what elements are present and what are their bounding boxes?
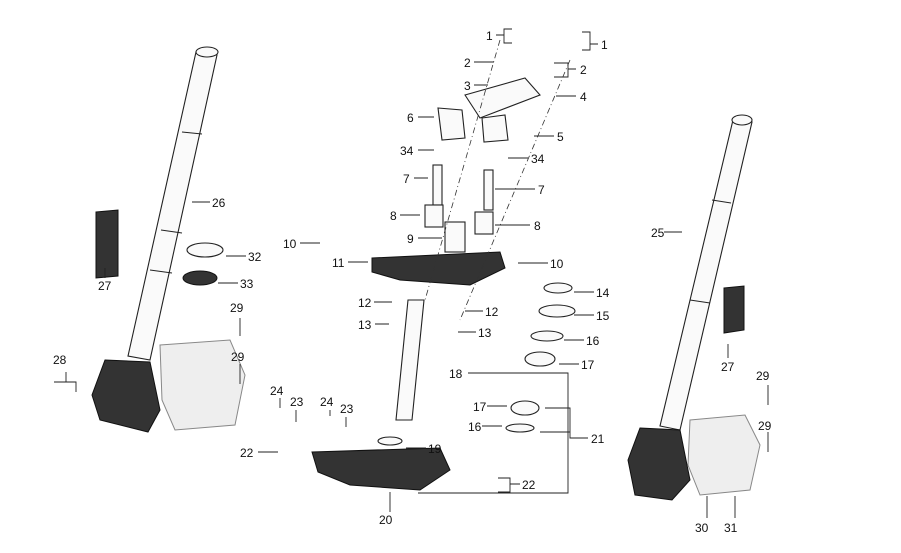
callout-13: 13 [478, 326, 492, 340]
callout-20: 20 [379, 513, 393, 527]
seal-rings-32-33 [182, 242, 224, 286]
callout-22: 22 [240, 446, 254, 460]
risers-and-sleeves [424, 164, 494, 253]
callout-26: 26 [212, 196, 226, 210]
callout-17: 17 [473, 400, 487, 414]
callout-29: 29 [756, 369, 770, 383]
callout-21: 21 [591, 432, 605, 446]
handlebar-clamps [437, 77, 541, 143]
callout-1: 1 [486, 29, 493, 43]
callout-30: 30 [695, 521, 709, 535]
callout-22: 22 [522, 478, 536, 492]
fork-guard-27-right [723, 285, 745, 334]
callout-28: 28 [53, 353, 67, 367]
callout-13: 13 [358, 318, 372, 332]
callout-34: 34 [400, 144, 414, 158]
callout-15: 15 [596, 309, 610, 323]
right-fork-leg-25 [627, 114, 753, 501]
callout-34: 34 [531, 152, 545, 166]
left-caliper-part [159, 339, 246, 431]
callout-29: 29 [231, 350, 245, 364]
callout-14: 14 [596, 286, 610, 300]
callout-31: 31 [724, 521, 738, 535]
callout-6: 6 [407, 111, 414, 125]
callout-18: 18 [449, 367, 463, 381]
callout-23: 23 [290, 395, 304, 409]
callout-3: 3 [464, 79, 471, 93]
callout-8: 8 [534, 219, 541, 233]
callout-12: 12 [485, 305, 499, 319]
right-caliper-part [687, 414, 761, 496]
callout-9: 9 [407, 232, 414, 246]
callout-labels: 1 1 2 2 3 4 5 6 34 34 7 7 8 8 9 10 10 11… [53, 29, 772, 535]
callout-29: 29 [230, 301, 244, 315]
callout-33: 33 [240, 277, 254, 291]
callout-7: 7 [538, 183, 545, 197]
callout-32: 32 [248, 250, 262, 264]
centerline-dashes [424, 39, 571, 321]
callout-8: 8 [390, 209, 397, 223]
callout-2: 2 [464, 56, 471, 70]
fork-guard-27-left [95, 209, 119, 279]
callout-16: 16 [586, 334, 600, 348]
callout-5: 5 [557, 130, 564, 144]
callout-4: 4 [580, 90, 587, 104]
callout-24: 24 [270, 384, 284, 398]
upper-triple-clamp-11 [371, 251, 506, 286]
callout-2: 2 [580, 63, 587, 77]
callout-17: 17 [581, 358, 595, 372]
callout-1: 1 [601, 38, 608, 52]
lower-triple-clamp-20 [311, 447, 451, 491]
callout-27: 27 [98, 279, 112, 293]
left-fork-leg-26 [91, 46, 219, 433]
callout-16: 16 [468, 420, 482, 434]
callout-19: 19 [428, 442, 442, 456]
callout-7: 7 [403, 172, 410, 186]
callout-29: 29 [758, 419, 772, 433]
callout-12: 12 [358, 296, 372, 310]
bearings [377, 282, 576, 446]
steering-stem-18 [395, 299, 425, 421]
callout-11: 11 [332, 256, 345, 270]
callout-10: 10 [283, 237, 297, 251]
callout-23: 23 [340, 402, 354, 416]
leader-lines [54, 28, 769, 518]
callout-24: 24 [320, 395, 334, 409]
callout-27: 27 [721, 360, 735, 374]
callout-25: 25 [651, 226, 665, 240]
callout-10: 10 [550, 257, 564, 271]
